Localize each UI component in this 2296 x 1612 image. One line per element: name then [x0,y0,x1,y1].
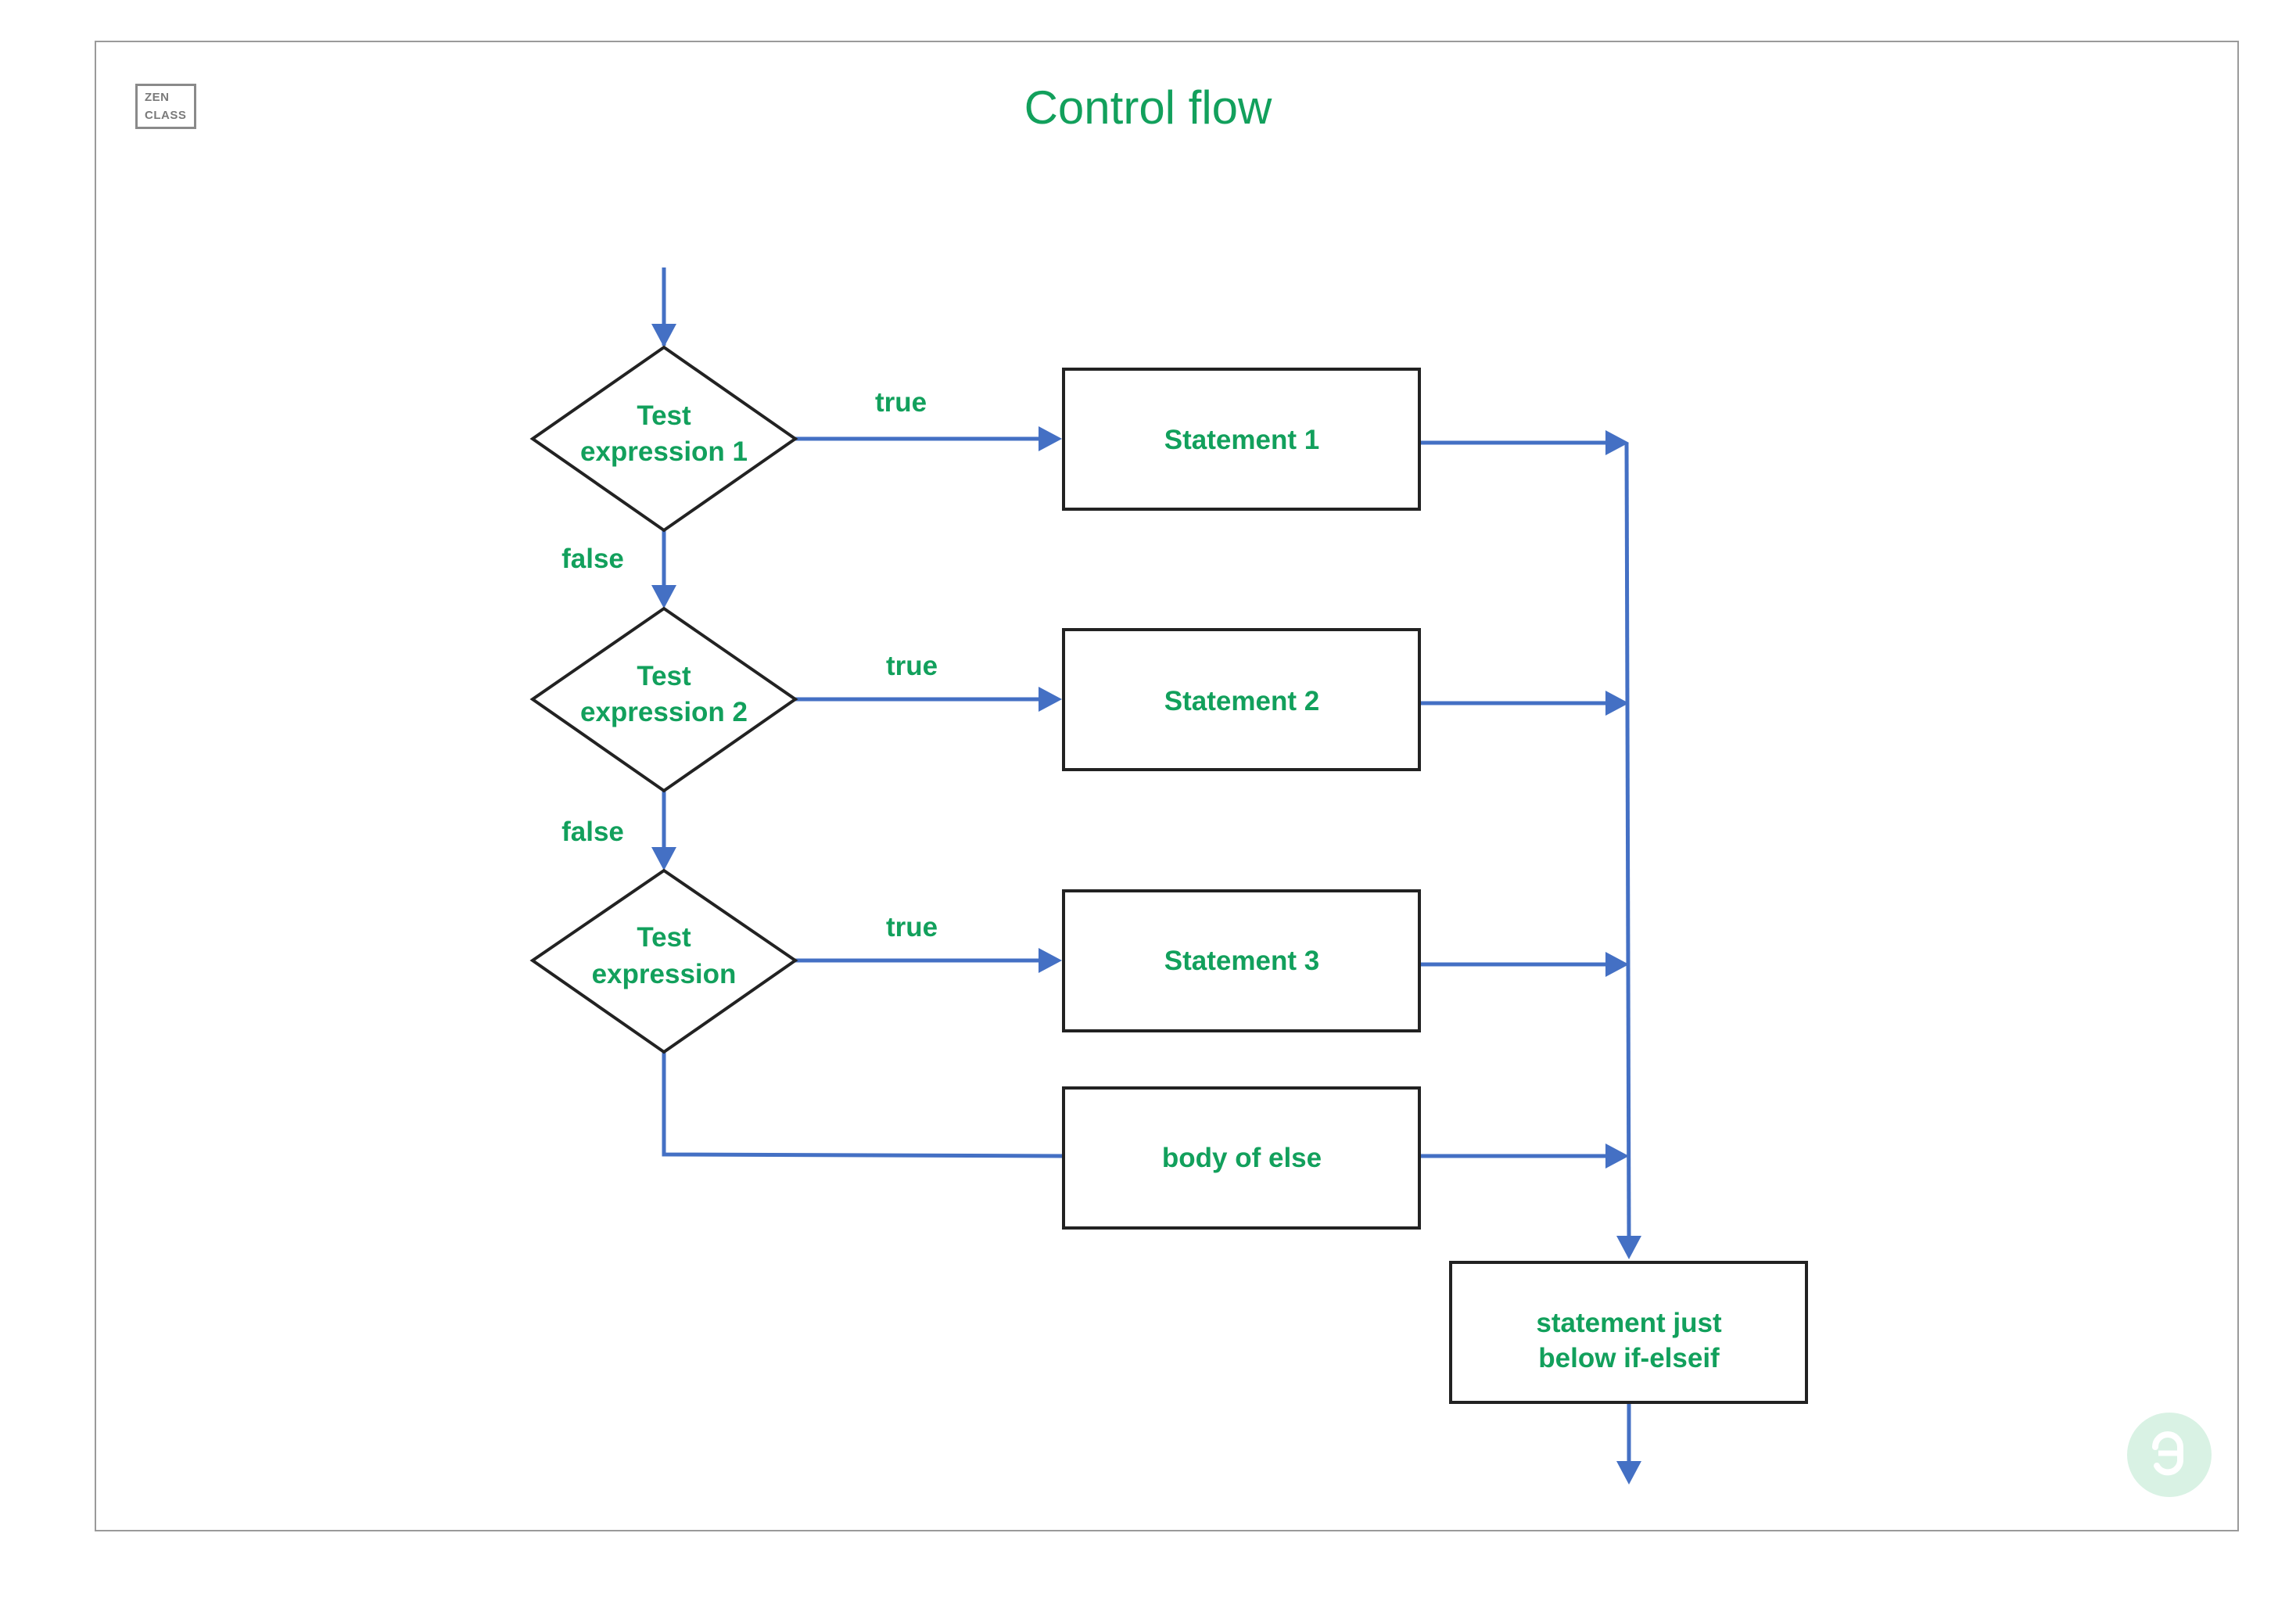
zen-class-logo: ZEN CLASS [135,84,196,129]
statement-box-3 [1062,889,1421,1032]
decision-3-line-1: Test [637,922,691,953]
decision-3-line-2: expression [592,959,737,989]
entry-arrowhead [651,324,676,347]
else-label: body of else [1162,1143,1322,1173]
false-label-1: false [561,544,624,574]
true-edge-2-arrowhead [1039,687,1062,712]
decision-diamond-1 [529,345,798,533]
final-statement-line-2: below if-elseif [1538,1343,1720,1373]
logo-line-2: CLASS [145,109,187,122]
statement-1-label: Statement 1 [1164,425,1319,455]
false-label-2: false [561,817,624,847]
true-label-1: true [875,387,927,418]
merge-line [1624,442,1631,1237]
decision-1-line-2: expression 1 [580,436,748,467]
decision-2-line-2: expression 2 [580,697,748,727]
true-edge-3-arrowhead [1039,948,1062,973]
statement-2-label: Statement 2 [1164,686,1319,716]
else-out-arrowhead [1605,1143,1629,1169]
decision-diamond-3 [529,868,798,1054]
decision-diamond-2 [529,606,798,793]
false-edge-2-arrowhead [651,847,676,871]
false-edge-1-arrowhead [651,585,676,609]
statement-box-2 [1062,628,1421,771]
statement-box-1 [1062,368,1421,511]
statement-3-label: Statement 3 [1164,946,1319,976]
final-statement-box [1449,1261,1808,1404]
true-label-3: true [886,912,938,942]
logo-line-1: ZEN [145,91,170,104]
statement-box-else [1062,1086,1421,1230]
exit-arrowhead [1616,1461,1641,1485]
true-label-2: true [886,651,938,681]
statement-2-out-arrowhead [1605,691,1629,716]
true-edge-1-arrowhead [1039,426,1062,451]
gfg-logo-icon [2127,1413,2212,1497]
final-statement-line-1: statement just [1536,1308,1722,1338]
diagram-frame [95,41,2239,1531]
statement-3-out-arrowhead [1605,952,1629,977]
decision-2-line-1: Test [637,661,691,691]
statement-1-out-arrowhead [1605,430,1629,455]
merge-arrowhead [1616,1236,1641,1259]
else-edge [662,1052,1063,1158]
decision-1-line-1: Test [637,400,691,431]
diagram-title: Control flow [1024,81,1272,134]
